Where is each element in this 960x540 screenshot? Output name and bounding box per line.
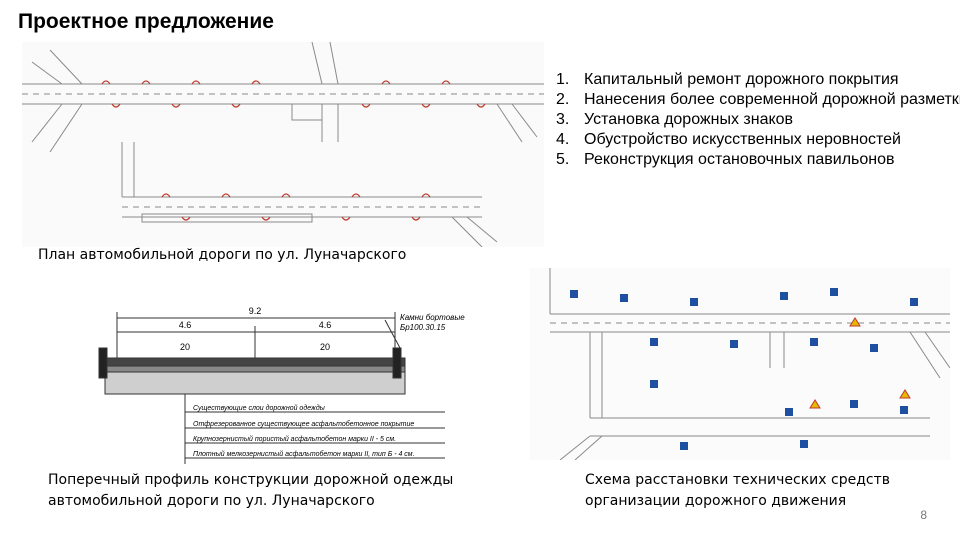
cross-section-caption: Поперечный профиль конструкции дорожной … xyxy=(48,472,454,509)
traffic-scheme-caption: Схема расстановки технических средств ор… xyxy=(585,472,890,509)
list-item: 3.Установка дорожных знаков xyxy=(556,111,794,128)
slide-title: Проектное предложение xyxy=(18,10,274,33)
proposal-list: 1.Капитальный ремонт дорожного покрытия … xyxy=(556,70,960,170)
layer-label: Существующие слои дорожной одежды xyxy=(193,404,326,412)
curb-label-code: Бр100.30.15 xyxy=(400,323,446,332)
layer-label: Отфрезерованное существующее асфальтобет… xyxy=(193,420,414,428)
layer-label: Крупнозернистый пористый асфальтобетон м… xyxy=(193,435,396,443)
cross-section-drawing: 9.2 4.6 4.6 20 20 Камни бортовые Бр100.3… xyxy=(98,306,465,464)
list-item: 5.Реконструкция остановочных павильонов xyxy=(556,151,895,168)
slope-right: 20 xyxy=(320,342,330,352)
list-item: 2.Нанесения более современной дорожной р… xyxy=(556,91,960,108)
page-number: 8 xyxy=(920,508,927,522)
dim-total: 9.2 xyxy=(249,306,262,316)
list-item: 1.Капитальный ремонт дорожного покрытия xyxy=(556,71,899,88)
slope-left: 20 xyxy=(180,342,190,352)
traffic-scheme-drawing xyxy=(530,268,950,460)
list-item: 4.Обустройство искусственных неровностей xyxy=(556,131,901,148)
road-plan-drawing xyxy=(22,42,544,247)
curb-label: Камни бортовые xyxy=(400,313,465,322)
dim-left: 4.6 xyxy=(179,320,192,330)
layer-label: Плотный мелкозернистый асфальтобетон мар… xyxy=(193,450,415,458)
dim-right: 4.6 xyxy=(319,320,332,330)
road-plan-caption: План автомобильной дороги по ул. Луначар… xyxy=(38,247,407,263)
